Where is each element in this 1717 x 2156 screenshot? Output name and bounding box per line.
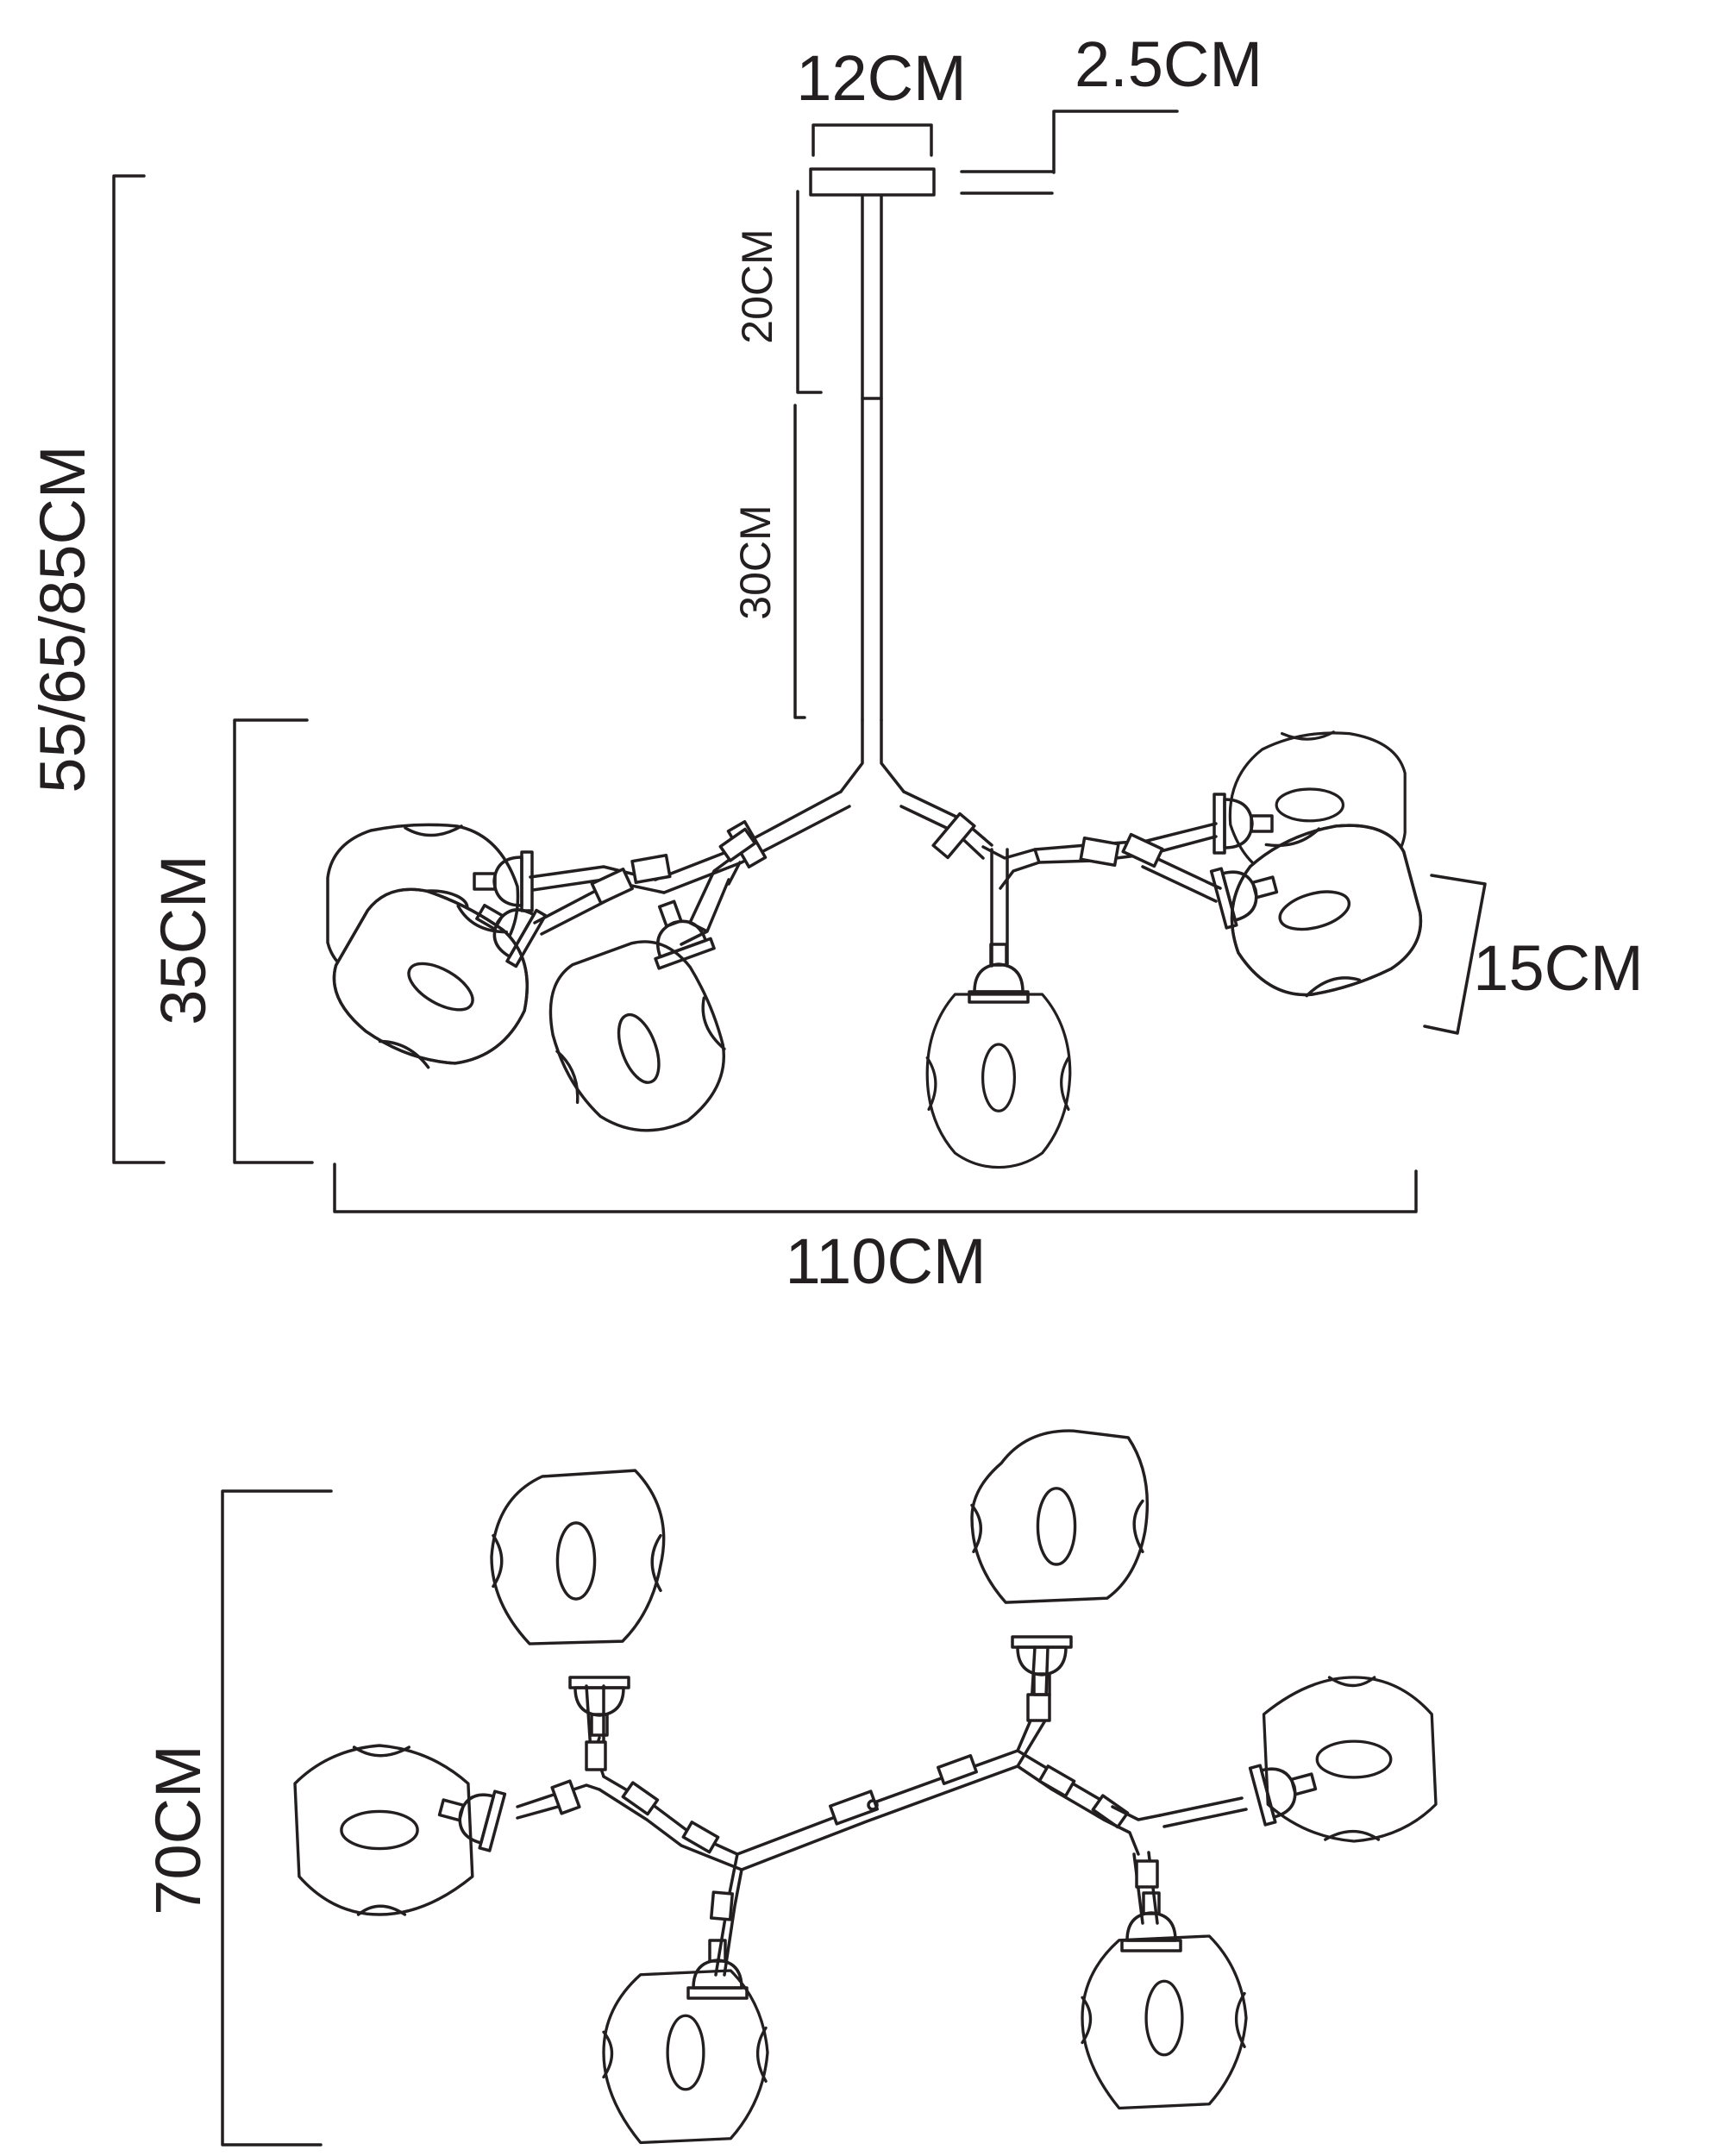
top-shade-bottom-right [1081, 1934, 1248, 2110]
top-shade-left [293, 1744, 474, 1916]
dim-body-height-label: 35CM [147, 855, 219, 1025]
canopy-plate [809, 167, 936, 197]
top-shade-bottom-left [602, 1969, 769, 2145]
dim-body-height-line [233, 718, 314, 1164]
front-view-arms [529, 718, 1222, 968]
dim-total-height-label: 55/65/85CM [27, 445, 98, 793]
dim-canopy-height-leader [1052, 110, 1179, 174]
top-view-arms [516, 1645, 1248, 1977]
dim-rod-upper-label: 20CM [733, 229, 781, 343]
front-shade-center [925, 993, 1072, 1169]
dim-shade-height-line [1423, 874, 1487, 1035]
suspension-rod [861, 195, 883, 722]
dim-canopy-height-label: 2.5CM [1075, 28, 1263, 100]
top-shade-top-left [490, 1469, 666, 1645]
dim-shade-height-label: 15CM [1473, 932, 1643, 1004]
dim-rod-lower-line [793, 404, 806, 719]
front-shade-left-center [530, 924, 747, 1156]
front-shade-left-front [312, 863, 557, 1099]
top-shade-top-right [970, 1429, 1150, 1604]
dim-rod-lower-label: 30CM [731, 505, 780, 619]
dim-width-label: 110CM [785, 1225, 986, 1297]
dim-depth-label: 70CM [142, 1745, 214, 1915]
front-shade-right-front [1211, 807, 1436, 1013]
dim-depth-line [221, 1489, 333, 2147]
dim-canopy-width-line [812, 123, 933, 157]
dim-rod-upper-line [796, 190, 823, 394]
dim-canopy-width-label: 12CM [796, 42, 966, 114]
dim-width-line [333, 1163, 1418, 1213]
dim-canopy-height-ticks [960, 170, 1054, 195]
dim-total-height-line [112, 174, 166, 1164]
top-shade-right [1262, 1676, 1438, 1843]
